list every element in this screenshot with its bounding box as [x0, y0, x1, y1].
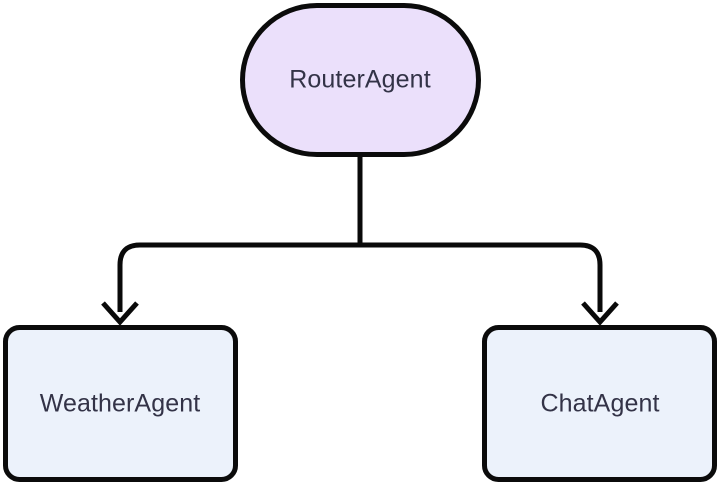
arrowhead-chat-icon	[581, 301, 619, 326]
node-weather-agent[interactable]: WeatherAgent	[3, 325, 238, 482]
node-weather-agent-label: WeatherAgent	[40, 390, 201, 418]
edge-router-to-weather[interactable]	[117, 242, 360, 312]
node-chat-agent[interactable]: ChatAgent	[482, 325, 717, 482]
node-chat-agent-label: ChatAgent	[540, 390, 659, 418]
node-chat-agent-shape	[482, 325, 717, 482]
node-weather-agent-shape	[3, 325, 238, 482]
edge-router-to-chat[interactable]	[360, 242, 603, 312]
node-router-agent[interactable]: RouterAgent	[240, 3, 481, 157]
arrowhead-weather-icon	[101, 301, 139, 326]
edge-group	[101, 156, 619, 326]
node-router-agent-shape	[240, 3, 481, 157]
node-router-agent-label: RouterAgent	[289, 66, 430, 94]
